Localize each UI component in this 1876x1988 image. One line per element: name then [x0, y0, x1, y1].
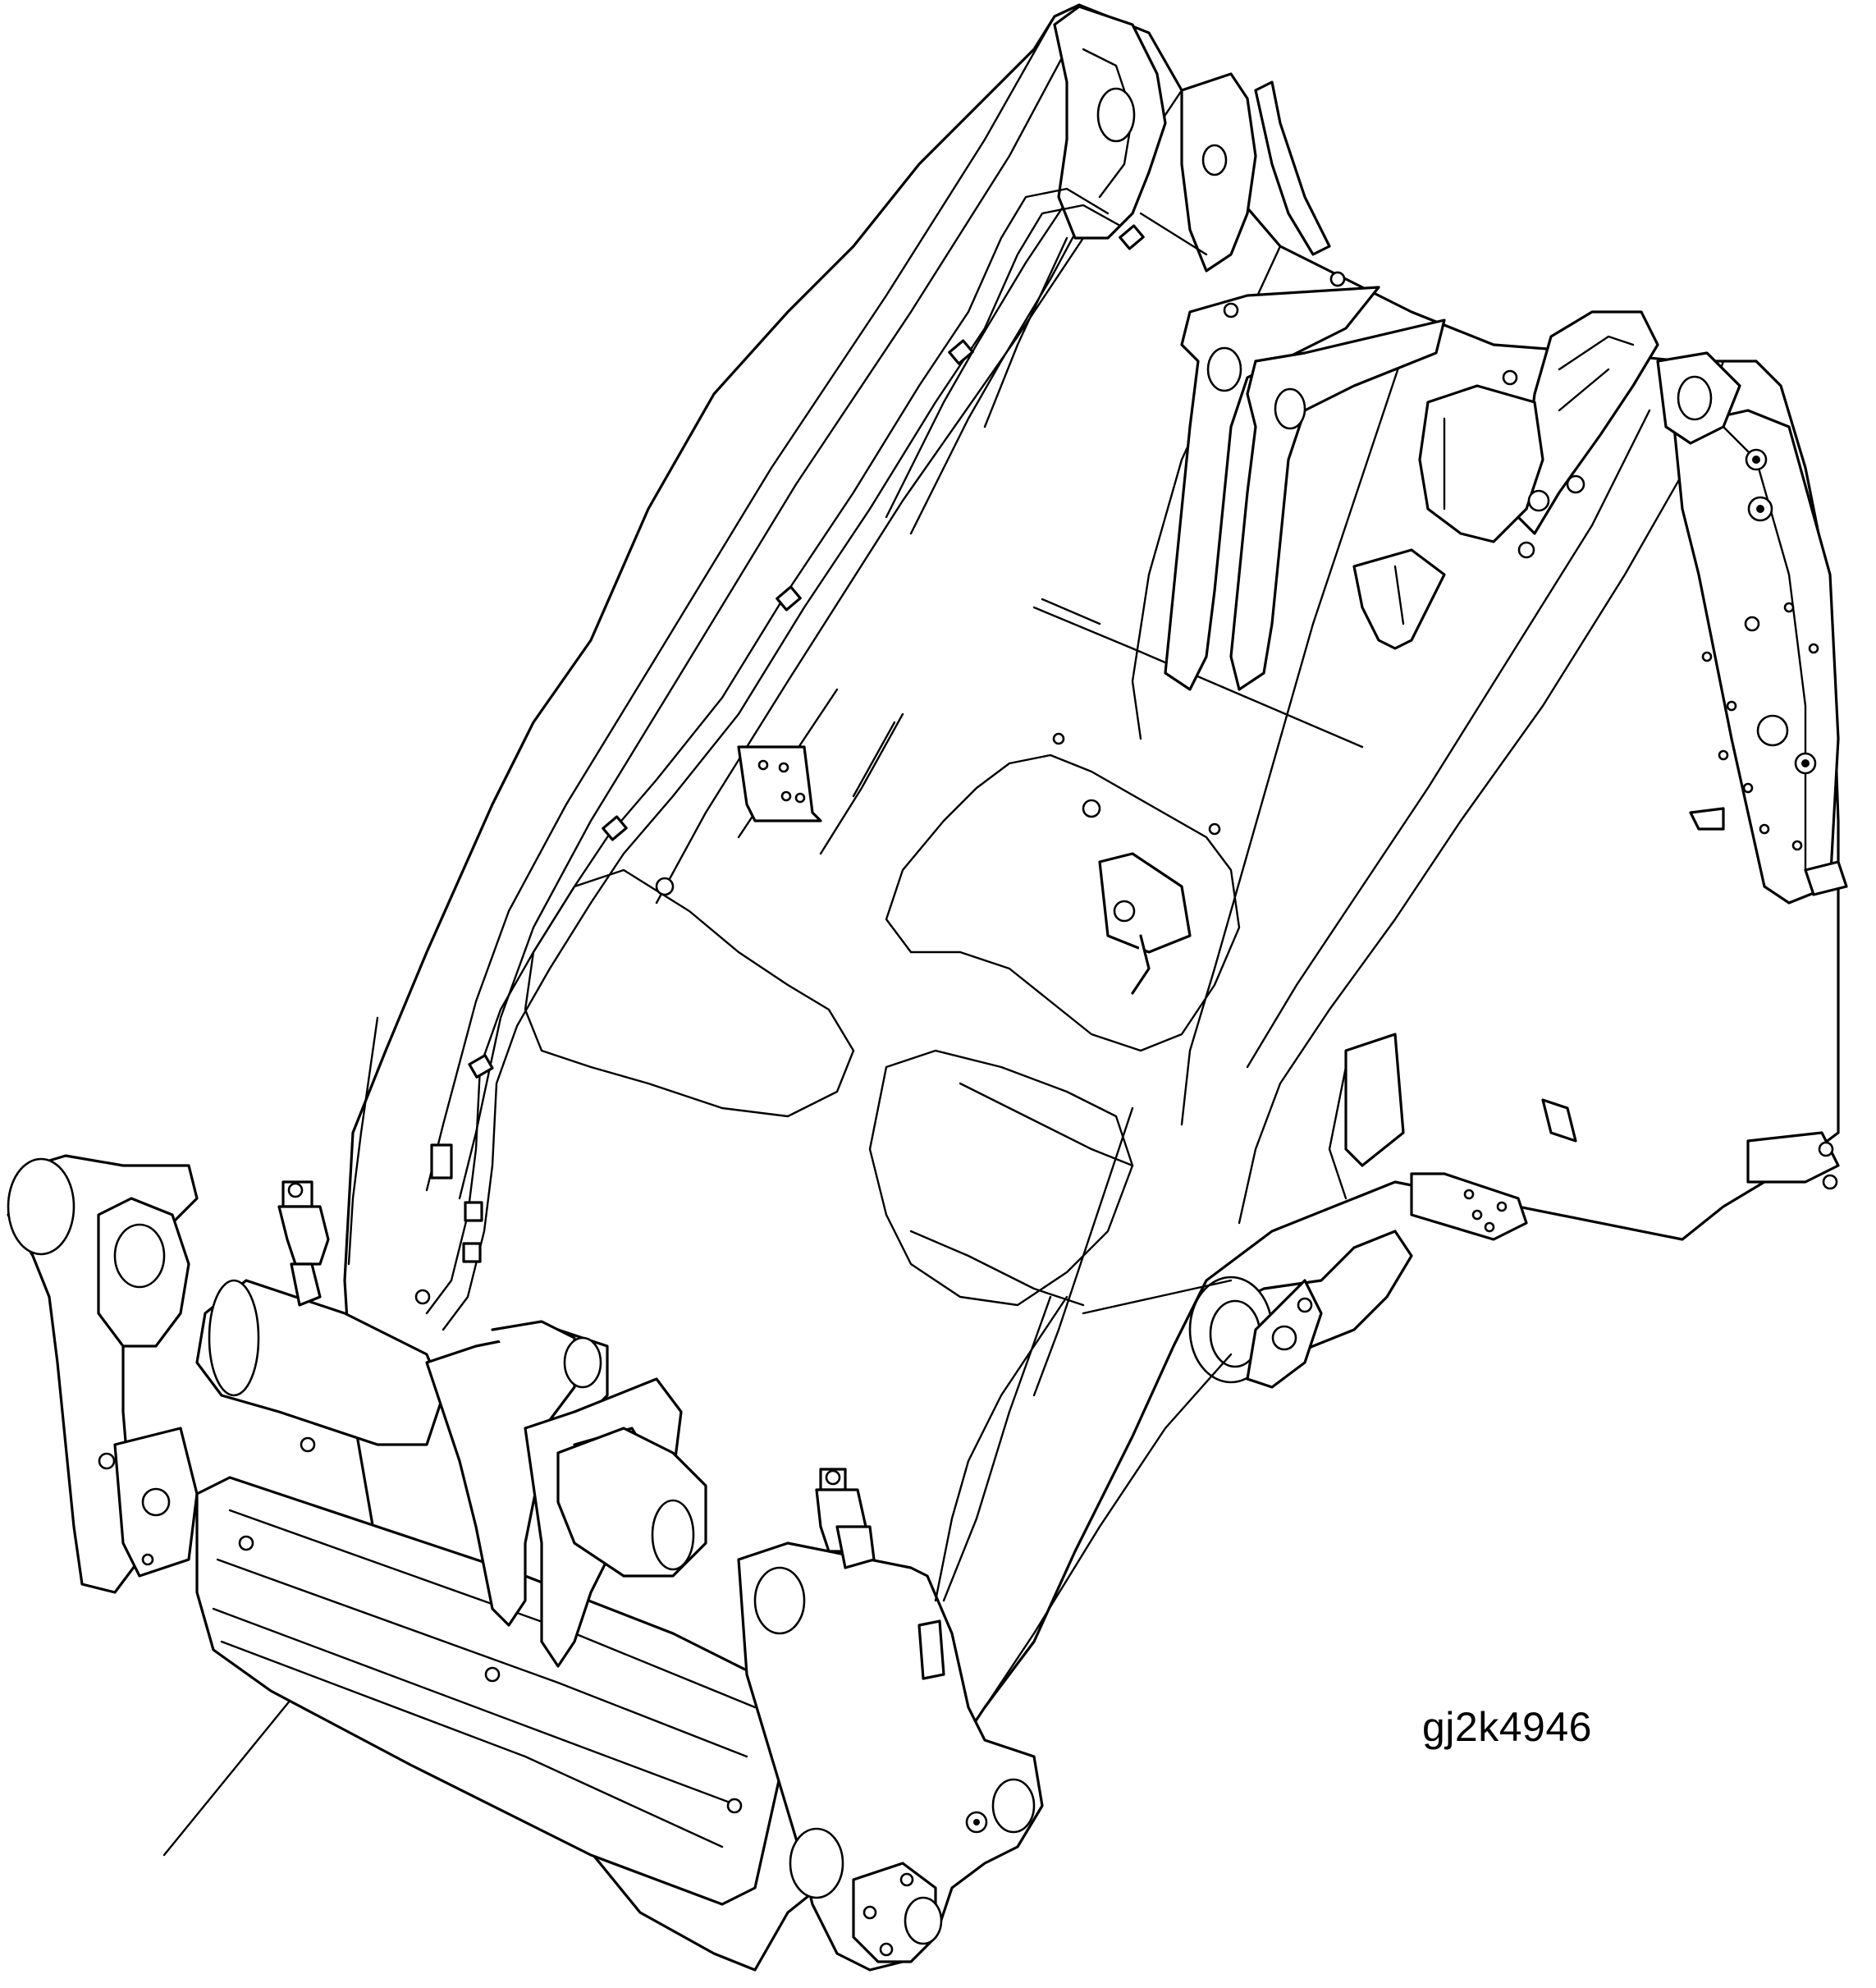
figure-id-label: gj2k4946 — [1422, 1704, 1592, 1750]
quick-coupler — [7, 1154, 1044, 1972]
rear-pivot-tower — [1053, 5, 1331, 273]
fasteners — [98, 271, 1518, 1566]
angle-sensor-quadrant — [1418, 310, 1741, 559]
right-tilt-plate — [1672, 409, 1848, 905]
hose-clamp — [776, 585, 802, 612]
lower-frame — [934, 1065, 1348, 1709]
hose-clamp — [464, 1201, 483, 1222]
hydraulic-line — [425, 187, 1145, 1331]
grease-fitting-right — [815, 1468, 876, 1569]
grease-fitting-left — [277, 1180, 330, 1307]
hose-clamp — [462, 1242, 482, 1263]
hose-clamp — [468, 1054, 494, 1079]
mounting-brackets — [737, 548, 1840, 1241]
hose-clamp — [1119, 224, 1145, 250]
hose-clamp — [948, 339, 974, 365]
hose-clamp — [602, 815, 628, 841]
right-link-pin — [1188, 1230, 1413, 1389]
